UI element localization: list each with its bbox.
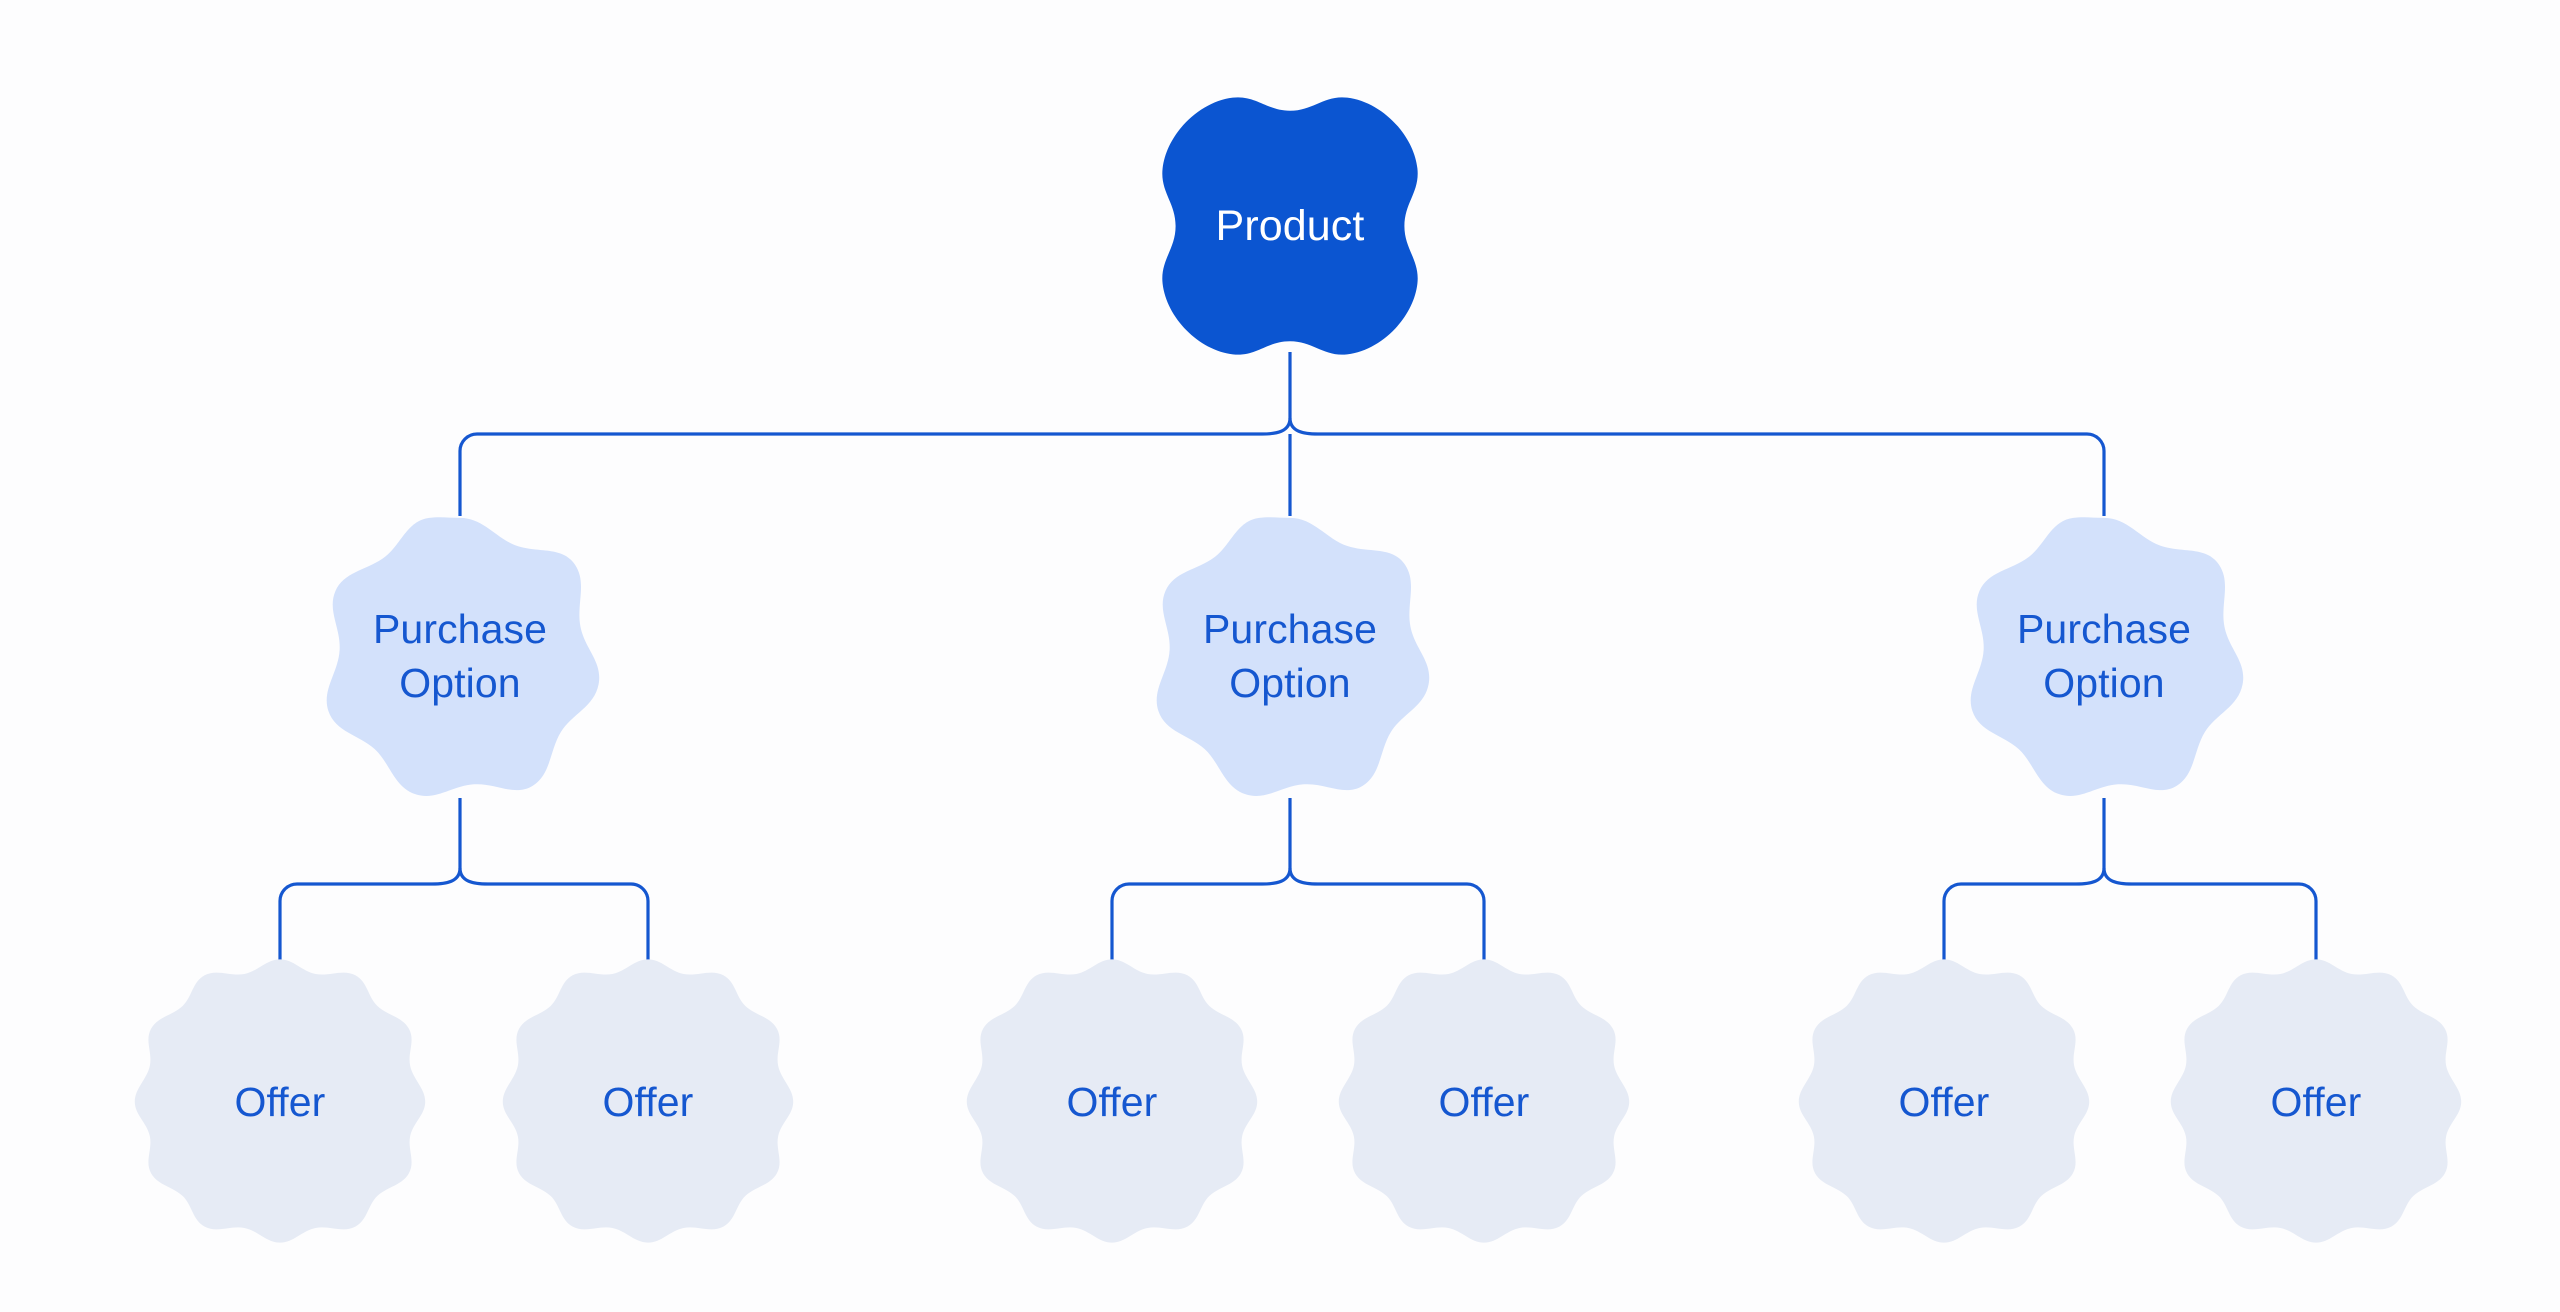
purchase-option-flower-shape xyxy=(1156,517,1430,797)
purchase-option-3-label: Purchase Option xyxy=(2016,605,2191,706)
node-offer-3a[interactable]: Offer xyxy=(1798,959,2090,1245)
offer-3b-label: Offer xyxy=(2270,1078,2362,1125)
offer-1b-label: Offer xyxy=(602,1078,694,1125)
node-offer-3b[interactable]: Offer xyxy=(2170,959,2462,1245)
offer-scallop-shape xyxy=(966,959,1258,1243)
purchase-option-2-label: Purchase Option xyxy=(1202,605,1377,706)
offer-scallop-shape xyxy=(502,959,794,1243)
node-offer-1a[interactable]: Offer xyxy=(134,959,426,1245)
purchase-option-flower-shape xyxy=(326,517,600,797)
offer-scallop-shape xyxy=(1798,959,2090,1243)
node-offer-2b[interactable]: Offer xyxy=(1338,959,1630,1245)
offer-2b-label: Offer xyxy=(1438,1078,1530,1125)
purchase-option-1-label: Purchase Option xyxy=(372,605,547,706)
offer-scallop-shape xyxy=(1338,959,1630,1243)
offer-2a-label: Offer xyxy=(1066,1078,1158,1125)
offer-1a-label: Offer xyxy=(234,1078,326,1125)
node-purchase-option-1[interactable]: Purchase Option xyxy=(320,515,600,797)
node-purchase-option-3[interactable]: Purchase Option xyxy=(1964,515,2244,797)
offer-scallop-shape xyxy=(134,959,426,1243)
product-blob-shape xyxy=(1162,97,1418,355)
product-label: Product xyxy=(1215,201,1365,250)
node-offer-2a[interactable]: Offer xyxy=(966,959,1258,1245)
offer-3a-label: Offer xyxy=(1898,1078,1990,1125)
purchase-option-flower-shape xyxy=(1970,517,2244,797)
node-purchase-option-2[interactable]: Purchase Option xyxy=(1150,515,1430,797)
offer-scallop-shape xyxy=(2170,959,2462,1243)
node-product[interactable]: Product xyxy=(1160,95,1420,357)
node-offer-1b[interactable]: Offer xyxy=(502,959,794,1245)
